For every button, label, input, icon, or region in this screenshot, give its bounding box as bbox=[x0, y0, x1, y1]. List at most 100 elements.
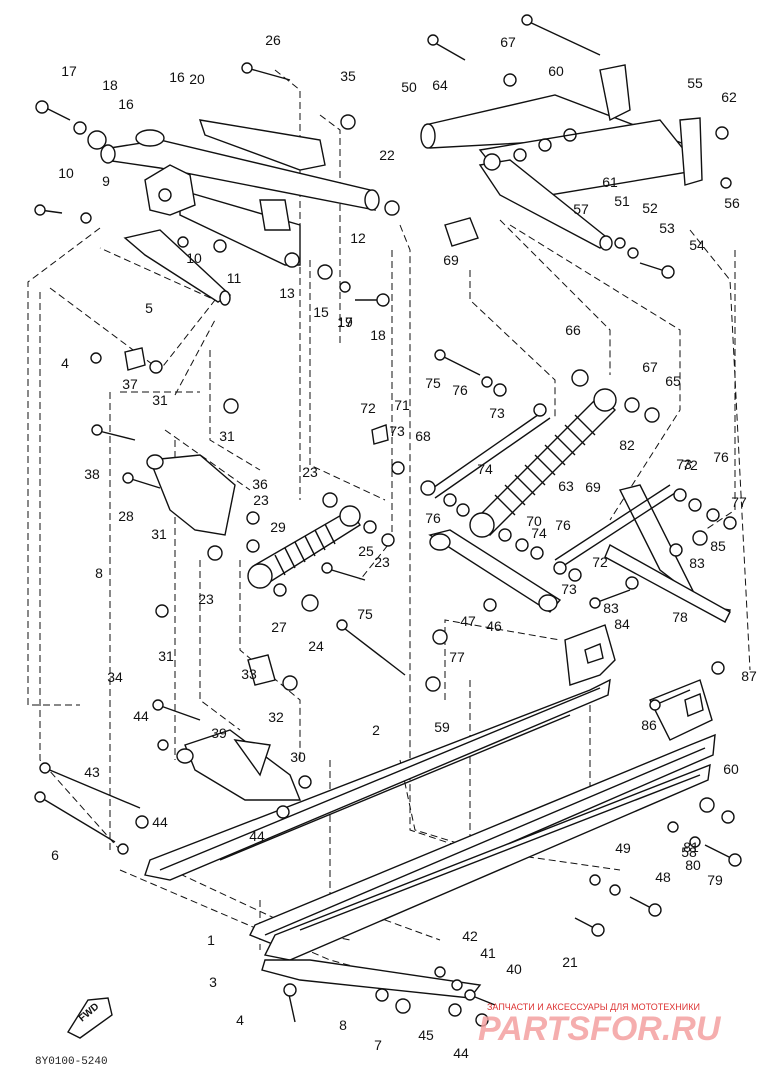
callout-16: 16 bbox=[169, 69, 185, 85]
callout-31: 31 bbox=[152, 392, 168, 408]
callout-48: 48 bbox=[655, 869, 671, 885]
callout-72: 72 bbox=[360, 400, 376, 416]
watermark-logo: PARTSFOR.RU bbox=[478, 1010, 722, 1048]
slide-rail-right bbox=[144, 624, 616, 881]
callout-64: 64 bbox=[432, 77, 448, 93]
callout-82: 82 bbox=[619, 437, 635, 453]
callout-20: 20 bbox=[189, 71, 205, 87]
callout-51: 51 bbox=[614, 193, 630, 209]
callout-8: 8 bbox=[339, 1017, 347, 1033]
callout-18: 18 bbox=[102, 77, 118, 93]
callout-66: 66 bbox=[565, 322, 581, 338]
callout-44: 44 bbox=[453, 1045, 469, 1061]
callout-77: 77 bbox=[731, 494, 747, 510]
callout-56: 56 bbox=[724, 195, 740, 211]
callout-29: 29 bbox=[270, 519, 286, 535]
suspension-links bbox=[146, 409, 732, 801]
callout-52: 52 bbox=[642, 200, 658, 216]
callout-85: 85 bbox=[710, 538, 726, 554]
callout-44: 44 bbox=[249, 828, 265, 844]
callout-7: 7 bbox=[374, 1037, 382, 1053]
callout-10: 10 bbox=[58, 165, 74, 181]
assembly-guide-lines bbox=[27, 69, 751, 991]
callout-80: 80 bbox=[685, 857, 701, 873]
callout-76: 76 bbox=[713, 449, 729, 465]
callout-67: 67 bbox=[642, 359, 658, 375]
callout-38: 38 bbox=[84, 466, 100, 482]
callout-2: 2 bbox=[372, 722, 380, 738]
callout-86: 86 bbox=[641, 717, 657, 733]
callout-84: 84 bbox=[614, 616, 630, 632]
callout-46: 46 bbox=[486, 618, 502, 634]
callout-75: 75 bbox=[357, 606, 373, 622]
callout-44: 44 bbox=[152, 814, 168, 830]
callout-17: 17 bbox=[337, 314, 353, 330]
callout-26: 26 bbox=[265, 32, 281, 48]
callout-18: 18 bbox=[370, 327, 386, 343]
callout-31: 31 bbox=[158, 648, 174, 664]
callout-13: 13 bbox=[279, 285, 295, 301]
callout-19: 19 bbox=[337, 314, 353, 330]
callout-69: 69 bbox=[443, 252, 459, 268]
callout-31: 31 bbox=[151, 526, 167, 542]
callout-73: 73 bbox=[389, 423, 405, 439]
callout-12: 12 bbox=[350, 230, 366, 246]
callout-73: 73 bbox=[489, 405, 505, 421]
callout-83: 83 bbox=[603, 600, 619, 616]
callout-77: 77 bbox=[449, 649, 465, 665]
callout-5: 5 bbox=[145, 300, 153, 316]
watermark-caption: ЗАПЧАСТИ И АКСЕССУАРЫ ДЛЯ МОТОТЕХНИКИ bbox=[487, 1002, 700, 1012]
callout-16: 16 bbox=[118, 96, 134, 112]
rear-shock-absorber bbox=[469, 388, 617, 538]
callout-41: 41 bbox=[480, 945, 496, 961]
callout-15: 15 bbox=[313, 304, 329, 320]
callout-59: 59 bbox=[434, 719, 450, 735]
callout-74: 74 bbox=[531, 525, 547, 541]
callout-60: 60 bbox=[723, 761, 739, 777]
callout-83: 83 bbox=[689, 555, 705, 571]
callout-79: 79 bbox=[707, 872, 723, 888]
callout-61: 61 bbox=[602, 174, 618, 190]
callout-30: 30 bbox=[290, 749, 306, 765]
callout-76: 76 bbox=[555, 517, 571, 533]
callout-23: 23 bbox=[253, 492, 269, 508]
callout-58: 58 bbox=[681, 844, 697, 860]
callout-47: 47 bbox=[460, 613, 476, 629]
callout-9: 9 bbox=[102, 173, 110, 189]
callout-76: 76 bbox=[425, 510, 441, 526]
callout-1: 1 bbox=[207, 932, 215, 948]
callout-73: 73 bbox=[676, 456, 692, 472]
front-shock-absorber bbox=[247, 505, 361, 589]
callout-37: 37 bbox=[122, 376, 138, 392]
callout-78: 78 bbox=[672, 609, 688, 625]
callout-75: 75 bbox=[425, 375, 441, 391]
callout-87: 87 bbox=[741, 668, 757, 684]
callout-numbers: 1234456788910101112131516161717181819202… bbox=[51, 32, 757, 1061]
callout-22: 22 bbox=[379, 147, 395, 163]
callout-65: 65 bbox=[665, 373, 681, 389]
watermark: ЗАПЧАСТИ И АКСЕССУАРЫ ДЛЯ МОТОТЕХНИКИ PA… bbox=[478, 1002, 722, 1048]
callout-70: 70 bbox=[526, 513, 542, 529]
callout-49: 49 bbox=[615, 840, 631, 856]
callout-28: 28 bbox=[118, 508, 134, 524]
callout-43: 43 bbox=[84, 764, 100, 780]
callout-40: 40 bbox=[506, 961, 522, 977]
callout-23: 23 bbox=[374, 554, 390, 570]
callout-10: 10 bbox=[186, 250, 202, 266]
callout-8: 8 bbox=[95, 565, 103, 581]
callout-54: 54 bbox=[689, 237, 705, 253]
callout-4: 4 bbox=[236, 1012, 244, 1028]
callout-17: 17 bbox=[61, 63, 77, 79]
callout-34: 34 bbox=[107, 669, 123, 685]
callout-3: 3 bbox=[209, 974, 217, 990]
slide-rail-left bbox=[249, 679, 716, 999]
callout-50: 50 bbox=[401, 79, 417, 95]
callout-69: 69 bbox=[585, 479, 601, 495]
callout-11: 11 bbox=[227, 270, 242, 286]
front-swing-arm bbox=[100, 119, 380, 306]
callout-23: 23 bbox=[302, 464, 318, 480]
callout-44: 44 bbox=[133, 708, 149, 724]
callout-33: 33 bbox=[241, 666, 257, 682]
callout-74: 74 bbox=[477, 461, 493, 477]
